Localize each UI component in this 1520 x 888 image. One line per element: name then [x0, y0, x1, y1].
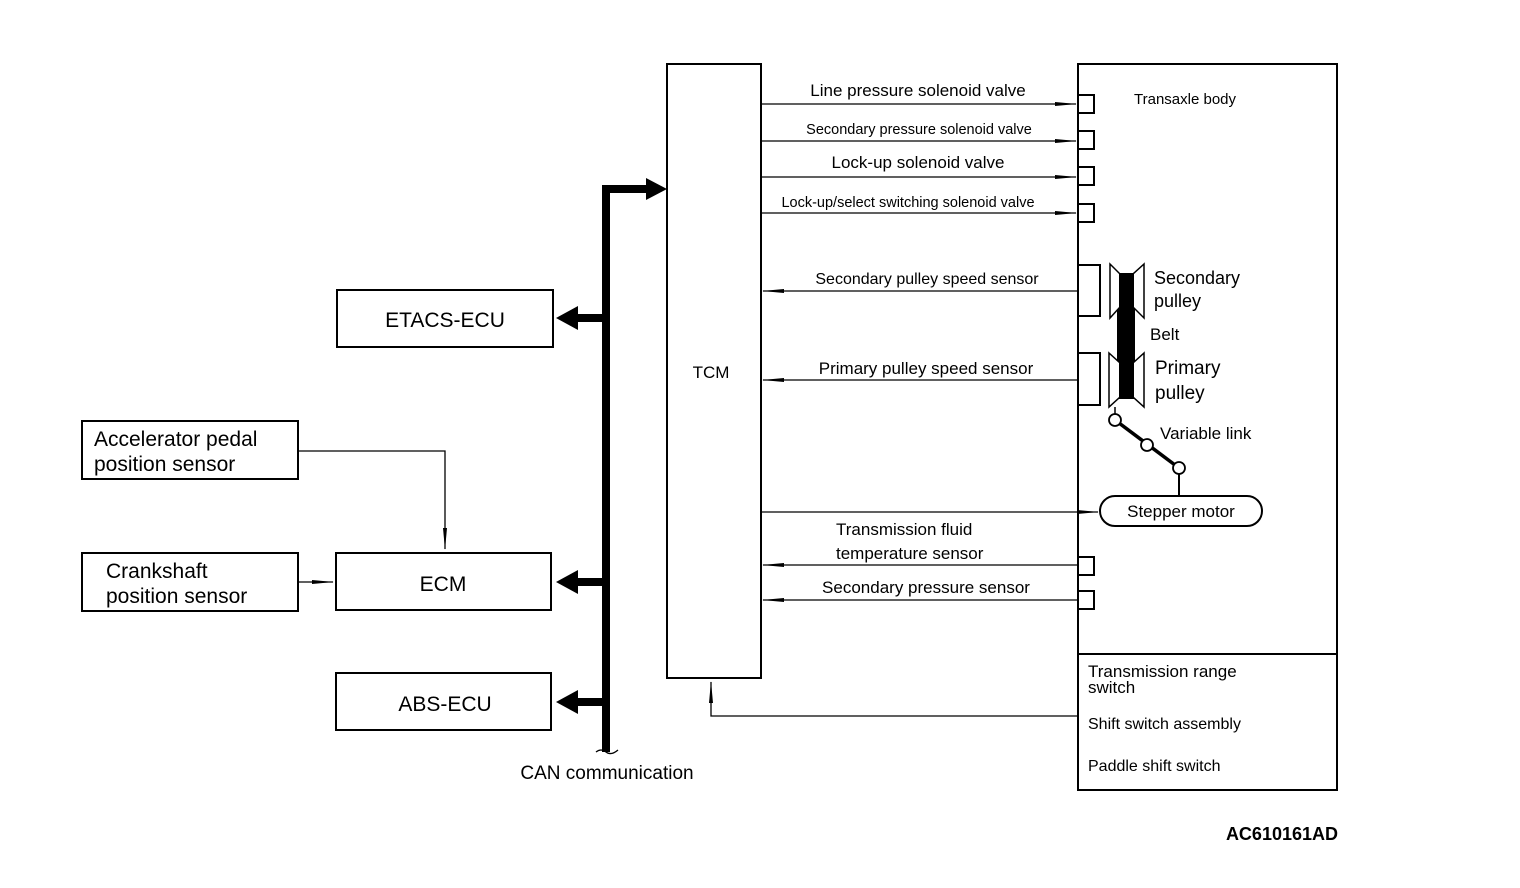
output-line-pressure-solenoid: Line pressure solenoid valve	[761, 81, 1095, 114]
can-arrow-to-abs	[556, 690, 578, 714]
sensor-bracket	[1078, 352, 1101, 406]
input-secondary-pulley-speed: Secondary pulley speed sensor	[762, 264, 1101, 317]
output-label: Lock-up/select switching solenoid valve	[781, 195, 1034, 211]
variable-link-label: Variable link	[1160, 424, 1252, 443]
pulley-assembly: Secondary pulley Belt Primary pulley	[1108, 262, 1240, 409]
output-label: Line pressure solenoid valve	[810, 81, 1025, 100]
switch-section: Transmission range switch Shift switch a…	[1088, 662, 1241, 775]
tcm-label: TCM	[693, 363, 730, 382]
etacs-ecu-label: ETACS-ECU	[385, 309, 505, 332]
range-switch-label-2: switch	[1088, 678, 1135, 697]
output-label: Lock-up solenoid valve	[832, 153, 1005, 172]
solenoid-terminal	[1077, 130, 1095, 150]
accelerator-sensor-block: Accelerator pedal position sensor	[81, 420, 447, 550]
solenoid-terminal	[1077, 166, 1095, 186]
sensor-terminal	[1077, 556, 1095, 576]
stepper-motor-block: Stepper motor	[1099, 495, 1263, 527]
belt-label: Belt	[1150, 325, 1180, 344]
tcm-block: TCM	[666, 63, 762, 679]
abs-ecu-block: ABS-ECU	[335, 672, 552, 731]
can-arrow-to-etacs	[556, 306, 578, 330]
sensor-terminal	[1077, 590, 1095, 610]
output-label: Secondary pressure solenoid valve	[806, 122, 1032, 138]
solenoid-terminal	[1077, 94, 1095, 114]
crankshaft-sensor-label-1: Crankshaft	[106, 560, 208, 583]
can-bus: CAN communication	[520, 178, 694, 784]
primary-pulley-label-1: Primary	[1155, 358, 1221, 379]
link-joint	[1108, 413, 1122, 427]
output-signals: Line pressure solenoid valve Secondary p…	[761, 81, 1095, 223]
range-switch-label-1: Transmission range	[1088, 662, 1237, 681]
crankshaft-sensor-block: Crankshaft position sensor	[81, 552, 334, 612]
secondary-pulley-label-1: Secondary	[1154, 268, 1240, 288]
ecm-label: ECM	[420, 573, 467, 596]
secondary-pulley-label-2: pulley	[1154, 291, 1201, 311]
abs-ecu-label: ABS-ECU	[398, 693, 491, 716]
accelerator-to-ecm-line	[298, 450, 447, 550]
can-arrow-to-tcm	[646, 178, 667, 200]
input-primary-pulley-speed: Primary pulley speed sensor	[762, 352, 1101, 406]
sensor-bracket	[1078, 264, 1101, 317]
can-label: CAN communication	[520, 763, 693, 784]
input-label: Primary pulley speed sensor	[819, 359, 1034, 378]
accelerator-sensor-label-1: Accelerator pedal	[94, 428, 257, 451]
etacs-ecu-block: ETACS-ECU	[336, 289, 554, 348]
input-label-2: temperature sensor	[836, 544, 984, 563]
primary-pulley-label-2: pulley	[1155, 383, 1205, 404]
crankshaft-sensor-label-2: position sensor	[106, 585, 247, 608]
figure-code: AC610161AD	[1226, 824, 1338, 844]
accelerator-sensor-label-2: position sensor	[94, 453, 235, 476]
input-label-1: Transmission fluid	[836, 520, 972, 539]
shift-switch-label: Shift switch assembly	[1088, 716, 1241, 733]
paddle-switch-label: Paddle shift switch	[1088, 758, 1221, 775]
output-lockup-solenoid: Lock-up solenoid valve	[761, 153, 1095, 186]
transaxle-body-label: Transaxle body	[1134, 91, 1236, 108]
input-label: Secondary pulley speed sensor	[815, 271, 1039, 288]
primary-pulley-shape	[1108, 351, 1145, 409]
ecm-block: ECM	[335, 552, 552, 611]
stepper-motor-label: Stepper motor	[1127, 502, 1235, 521]
input-secondary-pressure: Secondary pressure sensor	[762, 578, 1095, 610]
solenoid-terminal	[1077, 203, 1095, 223]
input-switches	[709, 681, 1078, 717]
transaxle-body-block: Transaxle body	[1077, 63, 1338, 791]
input-signals: Secondary pulley speed sensor Primary pu…	[709, 264, 1101, 717]
output-lockup-select-solenoid: Lock-up/select switching solenoid valve	[761, 195, 1095, 223]
can-arrow-to-ecm	[556, 570, 578, 594]
input-label: Secondary pressure sensor	[822, 578, 1030, 597]
output-secondary-pressure-solenoid: Secondary pressure solenoid valve	[761, 122, 1095, 150]
link-joint	[1140, 438, 1154, 452]
link-joint	[1172, 461, 1186, 475]
variable-link: Variable link	[1108, 407, 1252, 496]
can-break-mark	[595, 749, 619, 755]
input-fluid-temperature: Transmission fluid temperature sensor	[762, 520, 1095, 576]
secondary-pulley-shape	[1109, 262, 1145, 320]
